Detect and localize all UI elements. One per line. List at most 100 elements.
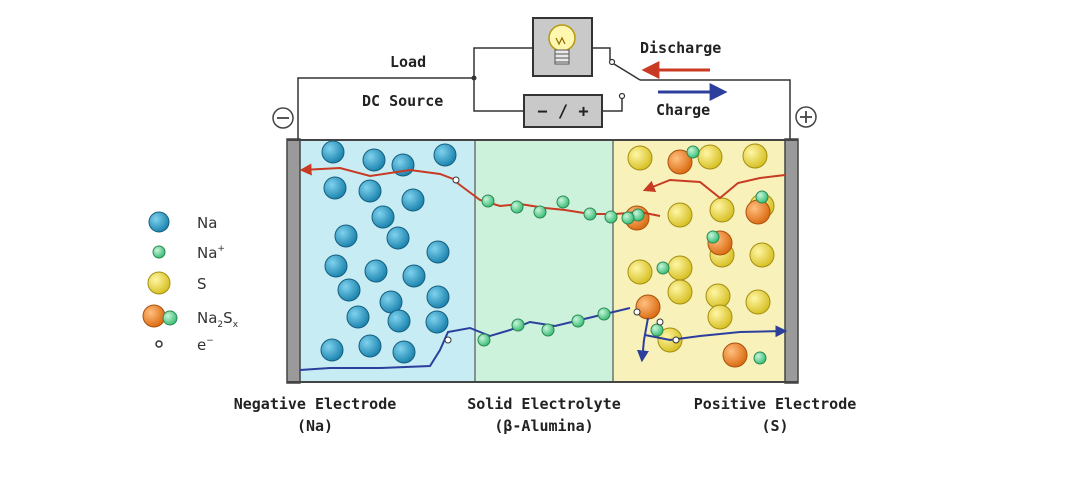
na-atom	[362, 148, 386, 172]
electron	[633, 308, 641, 316]
switch-contact	[618, 92, 626, 100]
na-atom	[323, 176, 347, 200]
negative-electrode-title: Negative Electrode	[234, 395, 397, 413]
na-atom	[346, 305, 370, 329]
na-atom	[358, 334, 382, 358]
electrolyte-material: (β-Alumina)	[494, 417, 593, 435]
na-ion	[604, 210, 618, 224]
sulfur-atom	[667, 279, 693, 305]
na-atom	[358, 179, 382, 203]
na-ion	[686, 145, 700, 159]
negative-current-collector	[286, 138, 301, 384]
sulfur-atom	[749, 242, 775, 268]
positive-wire	[640, 79, 791, 139]
na-ion	[656, 261, 670, 275]
na-atom	[425, 310, 449, 334]
load-label: Load	[390, 53, 426, 71]
switch-blade	[613, 63, 641, 81]
na-ion-group	[477, 145, 769, 365]
legend-na-label: Na	[197, 214, 217, 232]
sulfur-atom	[745, 289, 771, 315]
bulb-to-switch-wire	[592, 47, 611, 60]
na-atom	[320, 338, 344, 362]
na-ion	[571, 314, 585, 328]
positive-electrode-title: Positive Electrode	[694, 395, 857, 413]
na-atom	[364, 259, 388, 283]
na-ion	[621, 211, 635, 225]
na-atom	[371, 205, 395, 229]
na-atom	[426, 240, 450, 264]
sulfur-atom	[667, 255, 693, 281]
external-circuit	[297, 47, 791, 139]
na-atom	[433, 143, 457, 167]
dc-source-icon: − / +	[523, 94, 603, 128]
polysulfide-molecule	[722, 342, 748, 368]
electrolyte-region	[475, 141, 613, 381]
lightbulb-icon	[532, 17, 593, 77]
na-ion	[556, 195, 570, 209]
discharge-label: Discharge	[640, 39, 721, 57]
legend-s-label: S	[197, 275, 207, 293]
sulfur-atom	[707, 304, 733, 330]
na-ion	[477, 333, 491, 347]
legend-na2sx-label: Na2Sx	[197, 309, 239, 330]
sulfur-atom	[709, 197, 735, 223]
na-atom	[386, 226, 410, 250]
electron	[452, 176, 460, 184]
legend-na2sx-icon	[142, 304, 178, 328]
legend-na-icon	[148, 211, 170, 233]
na-ion	[533, 205, 547, 219]
sulfur-atom	[705, 283, 731, 309]
legend-electron-icon	[155, 340, 163, 348]
na-atom	[337, 278, 361, 302]
polysulfide-molecule	[745, 199, 771, 225]
wire-junction	[471, 75, 477, 81]
dc-source-label: DC Source	[362, 92, 443, 110]
legend-electron-label: e−	[197, 336, 214, 354]
dc-source-symbol: − / +	[537, 102, 588, 122]
na-atom	[324, 254, 348, 278]
sulfur-atom	[742, 143, 768, 169]
source-to-switch-wire	[602, 98, 623, 112]
polysulfide-group	[624, 149, 771, 368]
electrolyte-title: Solid Electrolyte	[467, 395, 621, 413]
legend-na-ion-icon	[152, 245, 166, 259]
na-atom	[392, 340, 416, 364]
na-ion	[583, 207, 597, 221]
legend-s-icon	[147, 271, 171, 295]
negative-electrode-material: (Na)	[297, 417, 333, 435]
sulfur-atom	[627, 259, 653, 285]
na-ion	[541, 323, 555, 337]
polysulfide-molecule	[667, 149, 693, 175]
na-ion	[510, 200, 524, 214]
sulfur-atom	[667, 202, 693, 228]
sulfur-atom	[627, 145, 653, 171]
polysulfide-molecule	[635, 294, 661, 320]
na-atom	[401, 188, 425, 212]
na-ion	[511, 318, 525, 332]
switch-contact	[608, 58, 616, 66]
electron-group	[444, 176, 680, 344]
na-atom	[402, 264, 426, 288]
positive-terminal-icon	[795, 106, 817, 128]
negative-wire	[297, 77, 474, 139]
na-atom	[334, 224, 358, 248]
electron	[672, 336, 680, 344]
na-atom	[426, 285, 450, 309]
legend: Na Na+ S Na2Sx e−	[142, 211, 239, 354]
na-ion	[706, 230, 720, 244]
na-atom-group	[320, 140, 457, 364]
na-atom	[387, 309, 411, 333]
load-branch-wire	[473, 47, 533, 78]
source-branch-wire	[473, 78, 524, 112]
positive-electrode-material: (S)	[761, 417, 788, 435]
legend-na-ion-label: Na+	[197, 244, 225, 262]
electron	[656, 318, 664, 326]
sulfur-atom	[697, 144, 723, 170]
negative-terminal-icon	[272, 107, 294, 129]
na-atom	[321, 140, 345, 164]
na-ion	[753, 351, 767, 365]
na-ion	[597, 307, 611, 321]
na-ion	[755, 190, 769, 204]
